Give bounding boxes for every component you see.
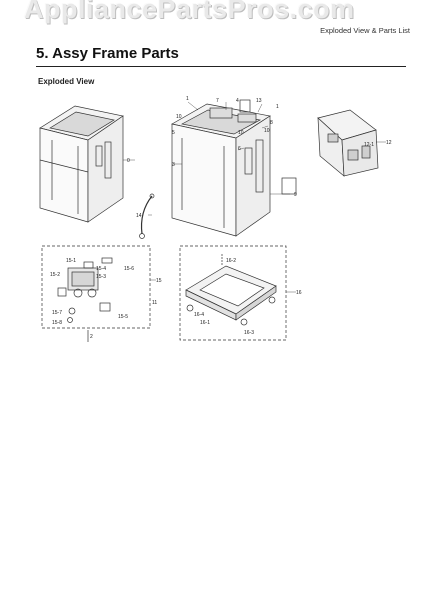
callout-5: 5 — [172, 130, 175, 136]
callout-1: 1 — [186, 96, 189, 102]
callout-2: 2 — [90, 334, 93, 340]
callout-16: 16 — [296, 290, 302, 296]
title-divider — [36, 66, 406, 67]
callout-15-6: 15-6 — [124, 266, 134, 272]
callout-3: 3 — [172, 162, 175, 168]
header-label: Exploded View & Parts List — [320, 26, 410, 35]
watermark: AppliancePartsPros.com — [24, 0, 355, 24]
callout-12-1: 12-1 — [364, 142, 374, 148]
callout-15-3: 15-3 — [96, 274, 106, 280]
cabinet-assembled — [39, 105, 124, 223]
callout-13: 13 — [256, 98, 262, 104]
callout-7: 7 — [216, 98, 219, 104]
callout-16-2: 16-2 — [226, 258, 236, 264]
callout-16-3: 16-3 — [244, 330, 254, 336]
cabinet-exploded — [171, 99, 297, 237]
callout-15-4: 15-4 — [96, 266, 106, 272]
valve-assembly-box — [41, 245, 151, 342]
base-frame-box — [179, 245, 287, 341]
callout-6: 6 — [238, 146, 241, 152]
callout-11: 11 — [152, 300, 157, 306]
callout-16-4: 16-4 — [194, 312, 204, 318]
callout-9: 9 — [294, 192, 297, 198]
page-title: 5. Assy Frame Parts — [36, 45, 179, 62]
callout-15-5: 15-5 — [118, 314, 128, 320]
callout-1b: 1 — [276, 104, 279, 110]
callout-15: 15 — [156, 278, 162, 284]
callout-0: 0 — [127, 158, 130, 164]
back-panel — [317, 109, 379, 177]
callout-4: 4 — [236, 98, 239, 104]
callout-14: 14 — [136, 213, 142, 219]
callout-15-8: 15-8 — [52, 320, 62, 326]
callout-10b: 10 — [238, 130, 244, 136]
subsection-title: Exploded View — [38, 77, 95, 86]
callout-15-1: 15-1 — [66, 258, 76, 264]
callout-10c: 10 — [264, 128, 270, 134]
callout-16-1: 16-1 — [200, 320, 210, 326]
callout-15-7: 15-7 — [52, 310, 62, 316]
callout-12: 12 — [386, 140, 392, 146]
callout-10a: 10 — [176, 114, 182, 120]
hose-part — [139, 193, 155, 239]
callout-8: 8 — [270, 120, 273, 126]
callout-15-2: 15-2 — [50, 272, 60, 278]
